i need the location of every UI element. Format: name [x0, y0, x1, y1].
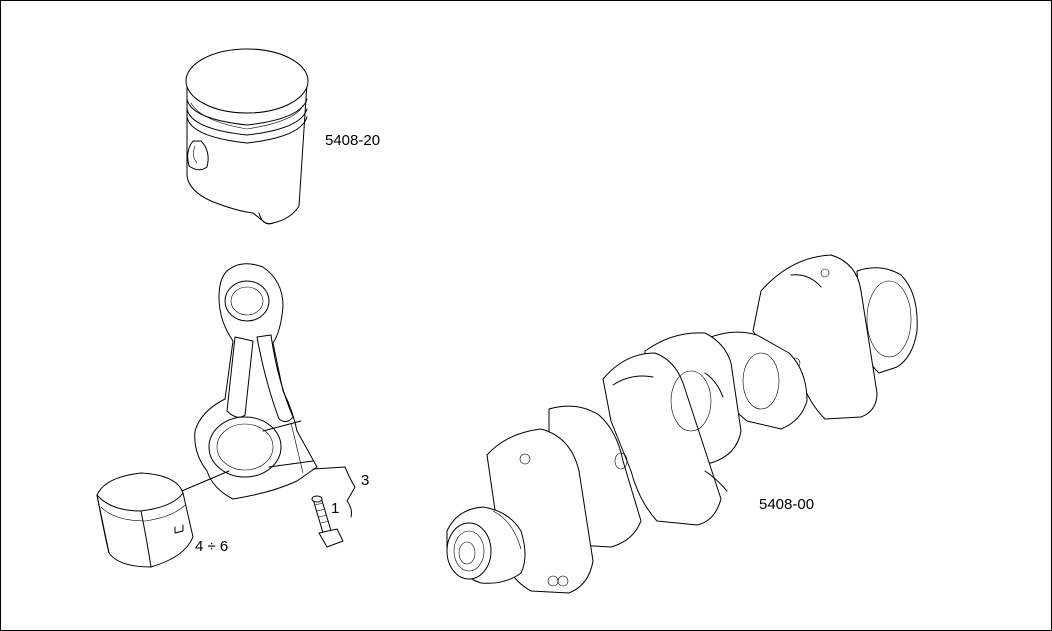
piston-drawing[interactable] — [185, 48, 309, 225]
cap-leader-line — [312, 466, 356, 518]
bolt-drawing[interactable] — [311, 495, 344, 548]
crankshaft-drawing[interactable] — [446, 254, 918, 594]
crankshaft-part-number: 5408-00 — [759, 496, 814, 513]
connecting-rod-drawing[interactable] — [176, 263, 318, 500]
piston-part-number: 5408-20 — [325, 132, 380, 149]
bearing-part-number: 4 ÷ 6 — [195, 538, 228, 555]
bolt-part-number: 1 — [331, 500, 339, 517]
cap-part-number: 3 — [361, 472, 369, 489]
bearing-shell-drawing[interactable] — [96, 472, 194, 568]
